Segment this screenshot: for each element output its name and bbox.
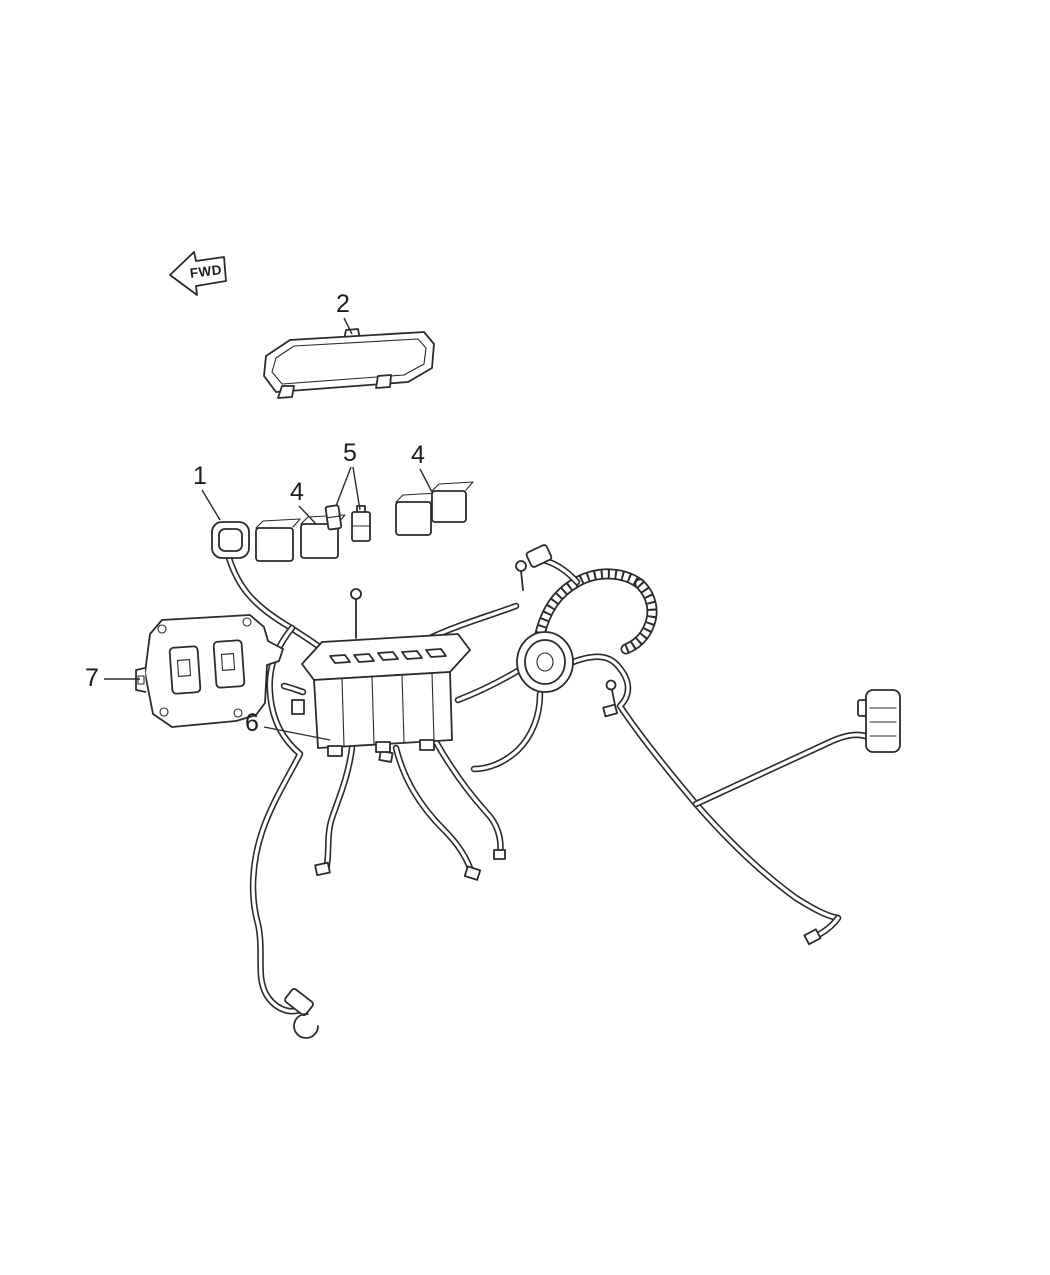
callout-leader-1 bbox=[201, 489, 221, 521]
relay-4-mid bbox=[300, 514, 346, 559]
fwd-arrow-label: FWD bbox=[189, 262, 223, 281]
harness-clip bbox=[803, 928, 822, 946]
harness-wire-cover-span bbox=[430, 606, 516, 638]
callout-label-1: 1 bbox=[193, 462, 207, 490]
branch-connector bbox=[525, 544, 553, 568]
fwd-arrow: FWD bbox=[169, 251, 227, 296]
harness-clip bbox=[463, 865, 482, 881]
connector-1 bbox=[211, 521, 250, 559]
callout-label-7: 7 bbox=[85, 664, 99, 692]
right-connector bbox=[857, 689, 901, 753]
callout-leaders bbox=[104, 317, 433, 741]
ground-stud-1 bbox=[350, 588, 362, 639]
harness-clip bbox=[493, 849, 506, 860]
callout-leader-4a bbox=[298, 505, 317, 525]
harness-wire-center-drop-3 bbox=[436, 742, 500, 854]
relay-connector-group bbox=[211, 481, 474, 562]
fuse-box-cover bbox=[263, 328, 435, 399]
relay-4-right-front bbox=[395, 492, 439, 536]
callout-label-5: 5 bbox=[343, 439, 357, 467]
relay-4-right-rear bbox=[431, 481, 474, 523]
fuse-block bbox=[291, 633, 471, 757]
harness-wire-grommet-down bbox=[474, 694, 540, 769]
callout-leader-2 bbox=[343, 317, 353, 335]
callout-leader-4b bbox=[419, 468, 433, 493]
callout-label-4b: 4 bbox=[411, 441, 425, 469]
fuse-5-left bbox=[324, 504, 343, 531]
fuse-5-right bbox=[351, 505, 371, 542]
callout-label-2: 2 bbox=[336, 290, 350, 318]
wiring-harness bbox=[229, 544, 901, 1039]
harness-wire-right-entry bbox=[458, 669, 521, 700]
callout-leader-6 bbox=[263, 726, 331, 741]
harness-clip bbox=[602, 703, 618, 718]
harness-clip bbox=[314, 861, 331, 877]
harness-wire-center-drop-1 bbox=[326, 748, 352, 870]
harness-wire-center-drop-2 bbox=[396, 748, 472, 874]
harness-wire-right-trunk bbox=[568, 657, 838, 918]
callout-labels: 2 1 4 5 4 6 7 bbox=[85, 290, 425, 737]
callout-label-4a: 4 bbox=[290, 478, 304, 506]
harness-wire-right-branch-up bbox=[696, 735, 879, 804]
lower-end-connector bbox=[284, 988, 319, 1039]
mounting-bracket bbox=[135, 614, 284, 728]
callout-leader-5a bbox=[335, 466, 352, 507]
ground-stud-3 bbox=[515, 560, 527, 591]
callout-label-6: 6 bbox=[245, 709, 259, 737]
harness-wire-bracket-link bbox=[284, 686, 303, 692]
relay-4-left bbox=[255, 518, 301, 562]
round-grommet bbox=[516, 631, 574, 693]
ground-stud-2 bbox=[605, 679, 617, 711]
callout-leader-5b bbox=[352, 466, 361, 511]
